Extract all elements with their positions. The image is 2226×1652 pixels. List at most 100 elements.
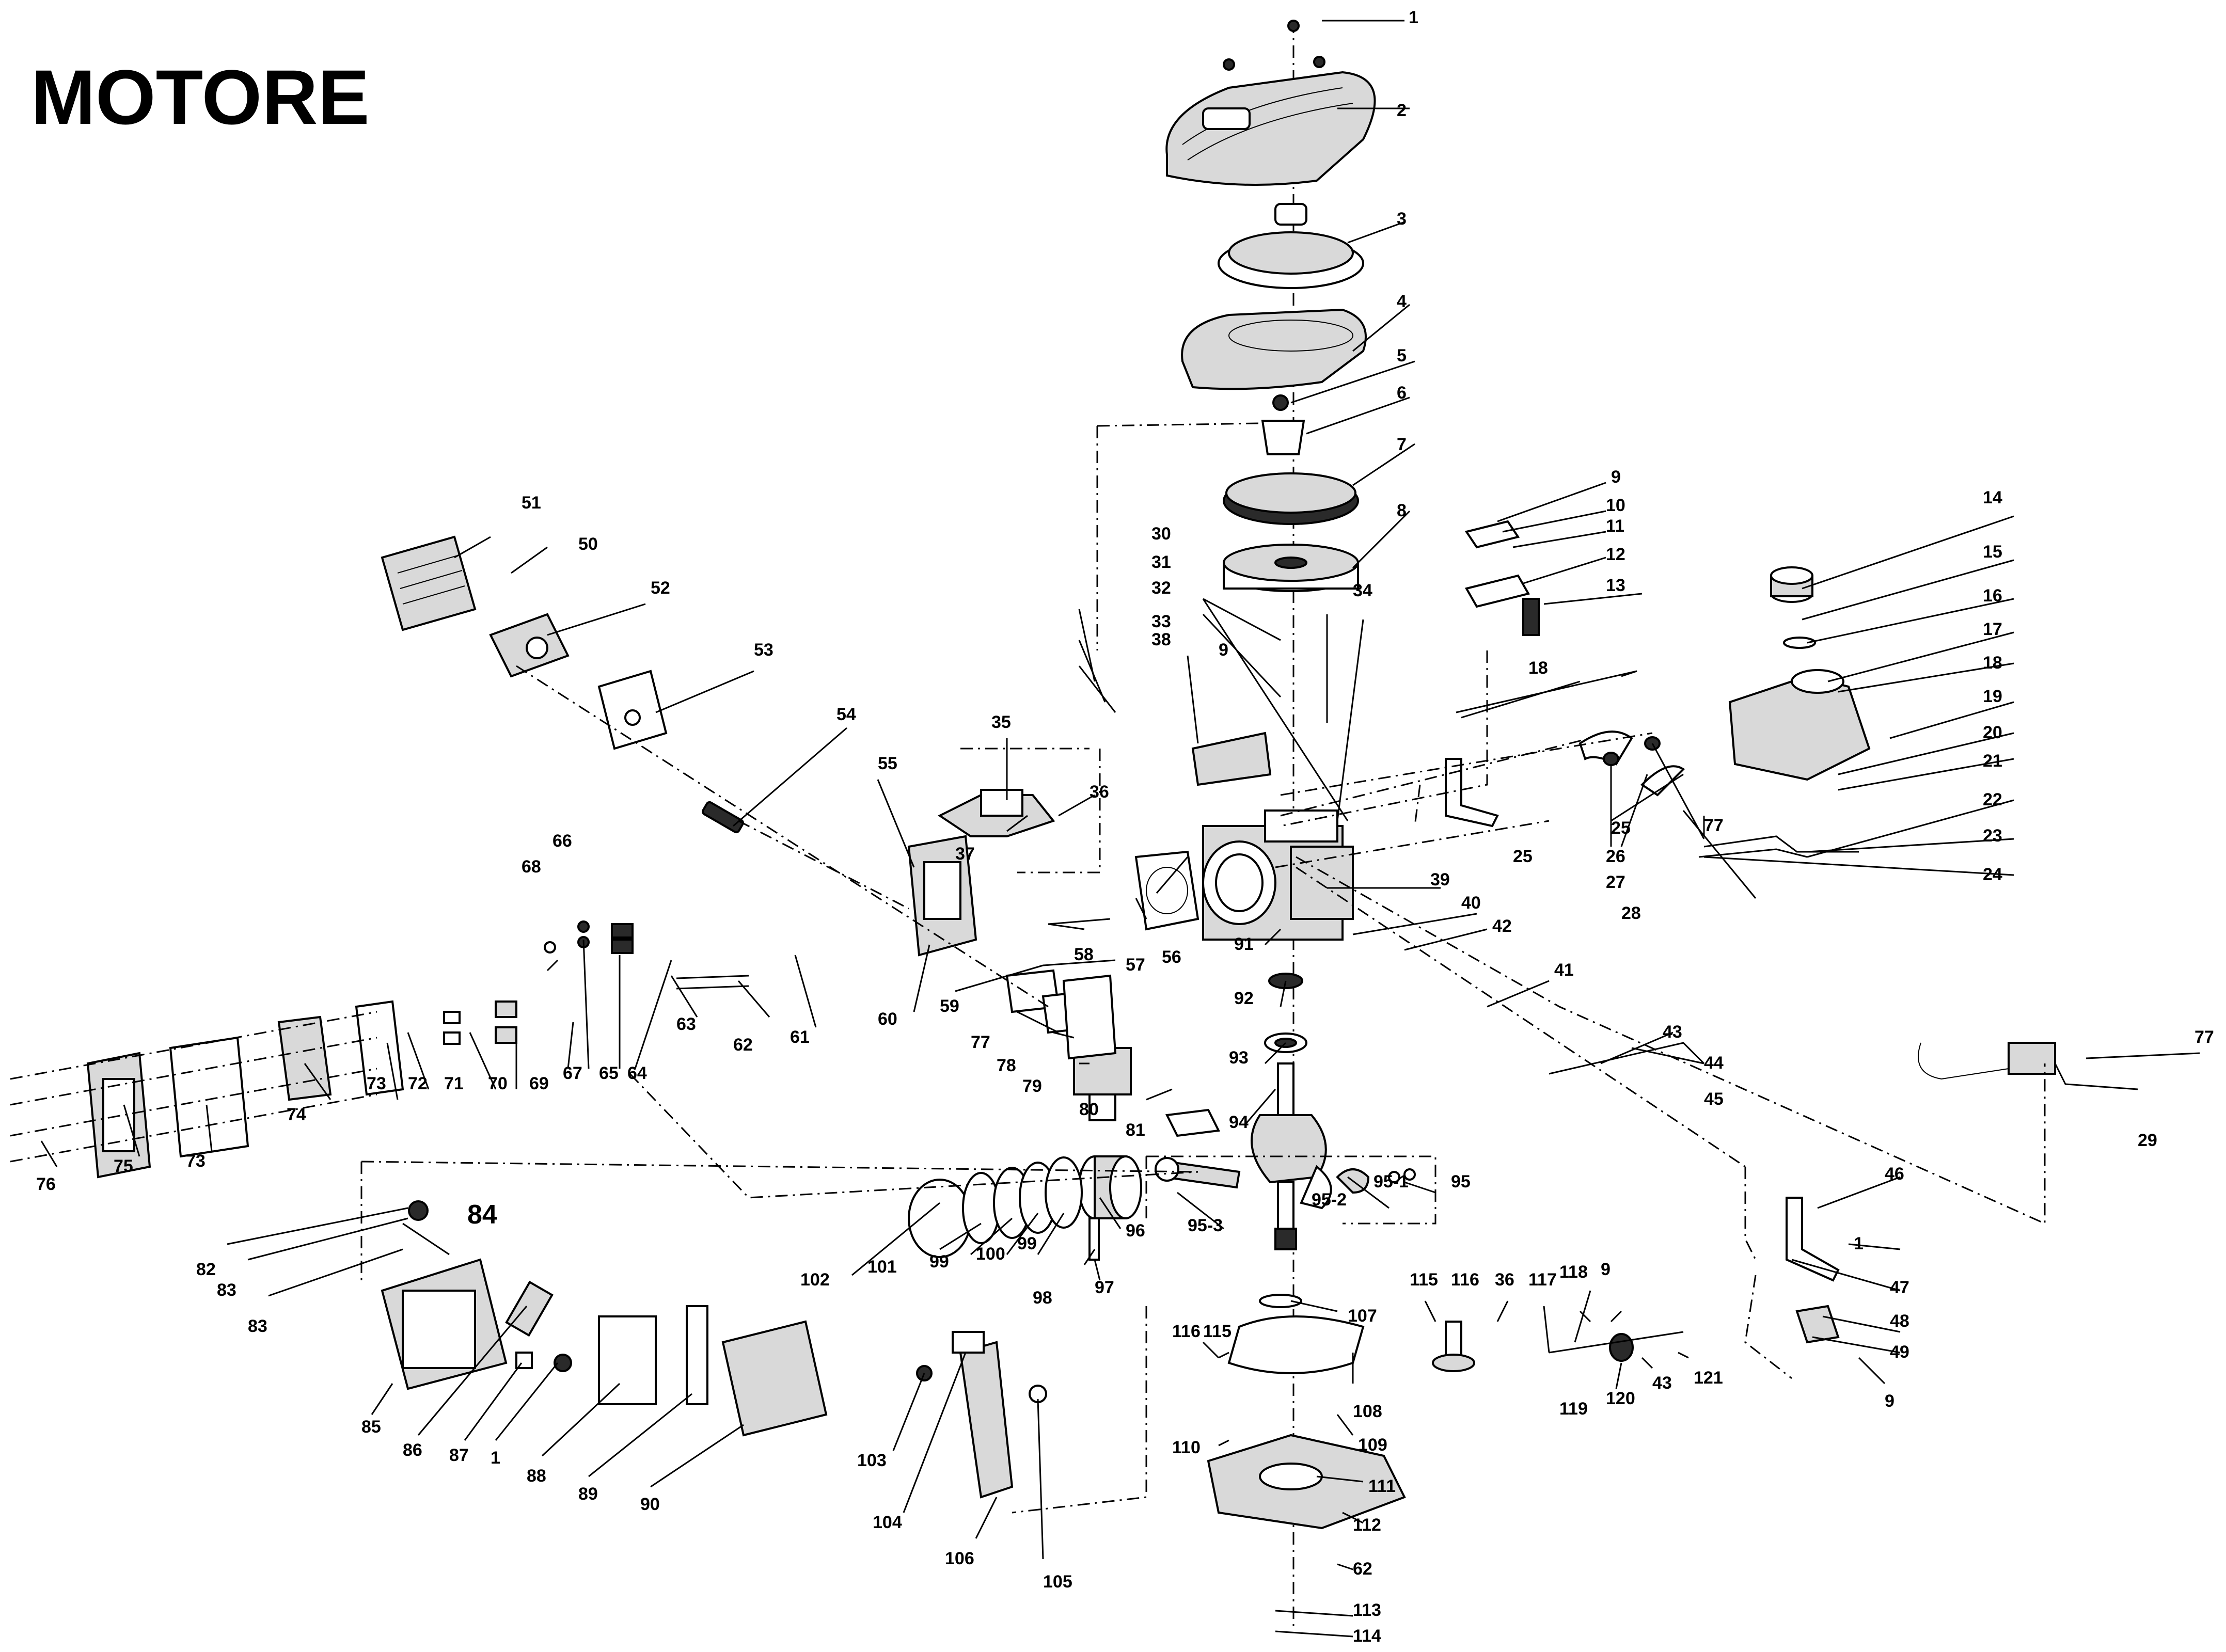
callout-1-gov: 1 — [1854, 1234, 1864, 1253]
spring-65a — [611, 923, 634, 939]
callout-60: 60 — [878, 1009, 897, 1029]
callout-96: 96 — [1126, 1221, 1145, 1241]
callout-17: 17 — [1983, 620, 2002, 639]
head-gasket — [1134, 850, 1199, 931]
nut-right — [1313, 56, 1325, 68]
cooling-fan — [1223, 472, 1359, 525]
push-rod-b — [676, 985, 749, 990]
callout-68: 68 — [522, 857, 541, 877]
valve-58 — [1048, 918, 1111, 925]
callout-38: 38 — [1151, 630, 1171, 649]
cylinder-head — [907, 835, 977, 957]
callout-2: 2 — [1397, 101, 1407, 120]
callout-86: 86 — [403, 1440, 422, 1460]
air-filter-knob — [408, 1200, 429, 1221]
callout-105: 105 — [1043, 1572, 1072, 1592]
callout-11: 11 — [1606, 516, 1624, 536]
callout-18-right: 18 — [1983, 653, 2002, 673]
cap-gasket-16 — [1783, 637, 1816, 649]
callout-24: 24 — [1983, 865, 2002, 884]
callout-101: 101 — [867, 1257, 897, 1277]
starter-cup — [1261, 420, 1305, 455]
gov-shaft-119 — [1549, 1331, 1684, 1354]
callout-14: 14 — [1983, 488, 2002, 507]
crankcase-sump — [1207, 1434, 1406, 1530]
callout-10: 10 — [1606, 496, 1625, 515]
governor-lever-48 — [1795, 1305, 1840, 1344]
callout-98: 98 — [1033, 1288, 1052, 1308]
callout-92: 92 — [1234, 989, 1254, 1008]
callout-5: 5 — [1397, 346, 1407, 366]
nut-top — [1287, 20, 1300, 32]
muffler — [489, 613, 570, 678]
nut-1-air — [554, 1354, 572, 1372]
callout-52: 52 — [651, 578, 670, 598]
callout-13: 13 — [1606, 576, 1625, 595]
callout-83-bottom: 83 — [248, 1316, 267, 1336]
callout-59: 59 — [940, 996, 959, 1016]
washer-107 — [1259, 1294, 1302, 1308]
diagram-title: MOTORE — [31, 54, 370, 140]
callout-95-3: 95-3 — [1188, 1216, 1223, 1235]
callout-108: 108 — [1353, 1402, 1382, 1421]
engine-cover — [1165, 71, 1376, 186]
fan-shroud — [1181, 308, 1367, 390]
push-rod-a — [676, 975, 749, 979]
callout-43-bottom: 43 — [1652, 1373, 1672, 1393]
retainer-66a — [577, 920, 590, 933]
flywheel-nut — [1272, 394, 1289, 411]
nut-left — [1223, 58, 1235, 71]
callout-79: 79 — [1022, 1076, 1042, 1096]
callout-67: 67 — [563, 1063, 582, 1083]
recoil-starter — [1218, 203, 1364, 289]
plate-10 — [1464, 520, 1520, 549]
callout-44: 44 — [1704, 1053, 1724, 1073]
callout-58: 58 — [1074, 945, 1094, 964]
deflector-plate — [1191, 732, 1272, 786]
callout-104: 104 — [873, 1513, 902, 1532]
callout-99-left: 99 — [929, 1252, 949, 1272]
callout-82: 82 — [196, 1260, 216, 1279]
insulator-79 — [1062, 974, 1117, 1060]
fuel-tank — [1728, 669, 1871, 781]
callout-30: 30 — [1151, 524, 1171, 544]
callout-7: 7 — [1397, 435, 1407, 454]
callout-1: 1 — [1409, 8, 1418, 27]
callout-69: 69 — [529, 1074, 549, 1093]
callout-62-bottom: 62 — [1353, 1559, 1372, 1579]
ignition-coil — [938, 789, 1055, 837]
callout-90: 90 — [640, 1495, 660, 1514]
callout-56: 56 — [1162, 947, 1181, 967]
callout-25-left: 25 — [1513, 847, 1533, 866]
callout-53: 53 — [754, 640, 773, 660]
callout-20: 20 — [1983, 723, 2002, 742]
crankshaft — [1251, 1062, 1332, 1250]
piston — [1078, 1155, 1142, 1261]
callout-41: 41 — [1554, 960, 1574, 980]
breather-tube-86 — [505, 1280, 554, 1337]
callout-8: 8 — [1397, 501, 1407, 520]
callout-64: 64 — [627, 1063, 647, 1083]
callout-9-mid: 9 — [1219, 640, 1228, 660]
callout-3: 3 — [1397, 209, 1407, 229]
crankcase-gasket — [1227, 1315, 1365, 1374]
fuel-hose-28 — [1640, 765, 1685, 797]
oil-fill-tube — [952, 1331, 1014, 1499]
carburetor — [1073, 1047, 1132, 1121]
callout-103: 103 — [857, 1451, 887, 1470]
callout-106: 106 — [945, 1549, 974, 1568]
callout-1-air: 1 — [491, 1448, 500, 1468]
callout-9-top: 9 — [1611, 467, 1621, 487]
callout-22: 22 — [1983, 790, 2002, 809]
callout-85: 85 — [361, 1417, 381, 1437]
callout-28: 28 — [1621, 903, 1641, 923]
callout-81: 81 — [1126, 1120, 1145, 1140]
callout-65: 65 — [599, 1063, 619, 1083]
air-filter-cover-90 — [721, 1320, 828, 1437]
callout-26: 26 — [1606, 847, 1625, 866]
callout-36: 36 — [1090, 782, 1109, 802]
gasket-12 — [1464, 574, 1530, 608]
callout-39: 39 — [1430, 870, 1450, 889]
callout-40: 40 — [1461, 893, 1481, 913]
callout-97: 97 — [1095, 1278, 1114, 1297]
